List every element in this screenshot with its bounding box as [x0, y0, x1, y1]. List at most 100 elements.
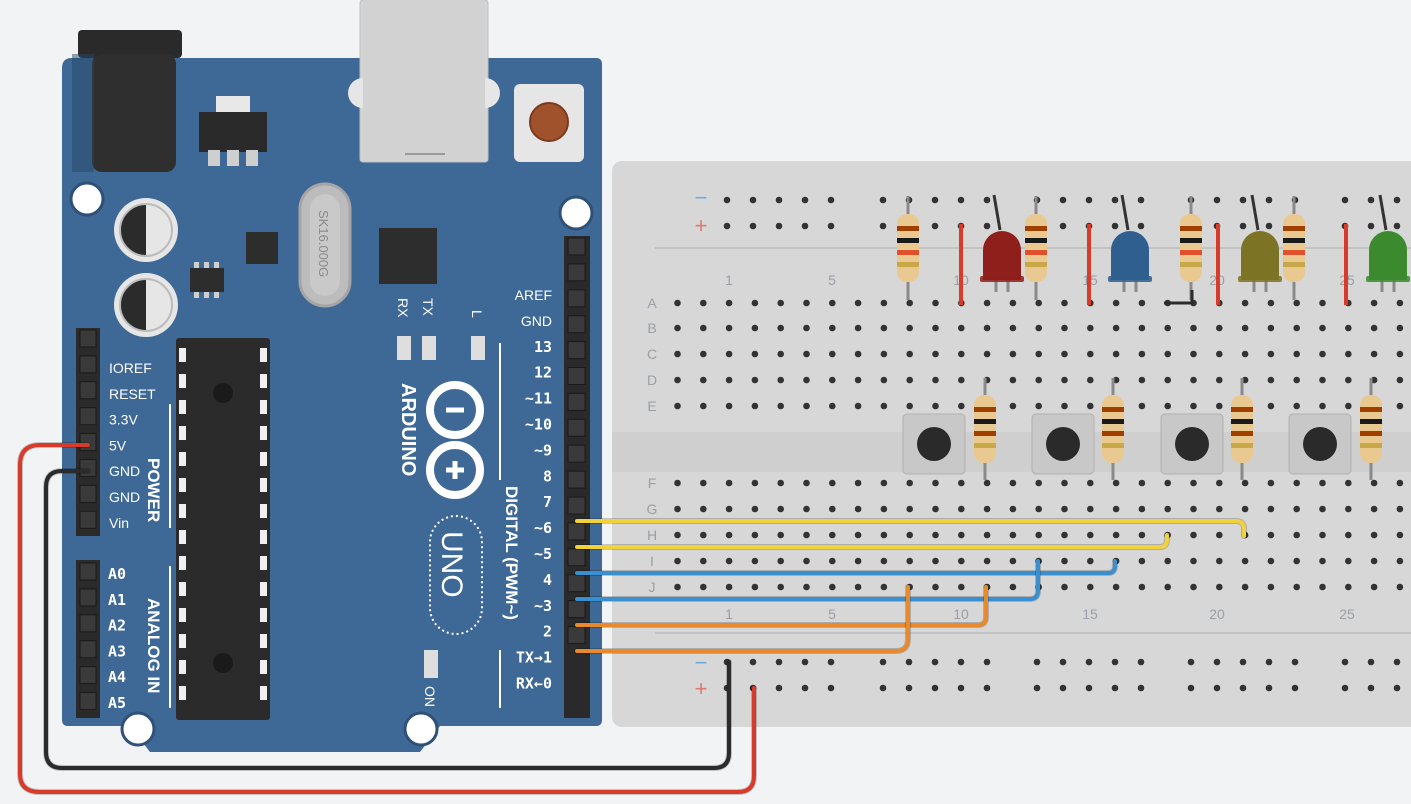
- digital-pin-socket[interactable]: [567, 522, 586, 541]
- chip-pin: [179, 504, 186, 518]
- resistor-band: [897, 238, 919, 243]
- mount-hole: [403, 711, 439, 747]
- breadboard-hole: [777, 324, 784, 332]
- breadboard-hole: [1216, 402, 1223, 410]
- analog-pin-socket[interactable]: [79, 692, 97, 710]
- digital-pin-socket[interactable]: [567, 496, 586, 515]
- digital-pin-socket[interactable]: [567, 548, 586, 567]
- power-pin-socket[interactable]: [79, 510, 97, 529]
- resistor[interactable]: [1102, 378, 1124, 480]
- breadboard-hole: [751, 531, 759, 539]
- chip-pin: [260, 348, 267, 362]
- regulator-body: [199, 112, 267, 152]
- digital-pin-socket[interactable]: [567, 418, 586, 437]
- digital-pin-socket[interactable]: [567, 600, 586, 619]
- breadboard-hole: [1216, 531, 1223, 539]
- chip-pin: [260, 660, 267, 674]
- breadboard-hole: [1396, 324, 1404, 332]
- led-rim: [1108, 276, 1152, 282]
- push-button[interactable]: [902, 413, 966, 475]
- resistor[interactable]: [897, 196, 919, 300]
- l-label: L: [469, 310, 485, 318]
- resistor-band: [1283, 262, 1305, 267]
- analog-pin-label: A4: [108, 668, 126, 686]
- resistor[interactable]: [1360, 378, 1382, 480]
- breadboard-hole: [751, 402, 759, 410]
- led[interactable]: [1238, 194, 1282, 292]
- breadboard-hole: [700, 479, 707, 487]
- breadboard-hole: [1293, 376, 1300, 384]
- row-letter: B: [647, 320, 656, 336]
- wire-pin-6: [575, 533, 1169, 549]
- led[interactable]: [1366, 194, 1410, 292]
- breadboard-hole: [1112, 350, 1120, 358]
- digital-pin-socket[interactable]: [567, 289, 586, 308]
- rail-hole: [983, 196, 991, 204]
- power-pin-socket[interactable]: [79, 484, 97, 503]
- digital-pin-socket[interactable]: [567, 392, 586, 411]
- breadboard-hole: [880, 402, 888, 410]
- resistor-body: [1360, 395, 1382, 463]
- digital-pin-socket[interactable]: [567, 315, 586, 334]
- digital-pin-socket[interactable]: [567, 444, 586, 463]
- power-pin-socket[interactable]: [79, 407, 97, 426]
- arduino-uno-board[interactable]: SK16.000G RX TX L ON ARDUINO UNO: [62, 0, 602, 752]
- rail-hole: [931, 684, 939, 692]
- wire-pin-7: [575, 519, 1246, 538]
- analog-header-title: ANALOG IN: [144, 598, 163, 693]
- resistor-body: [1180, 214, 1202, 282]
- rail-hole: [749, 222, 757, 230]
- analog-pin-socket[interactable]: [79, 588, 97, 607]
- analog-pin-socket[interactable]: [79, 614, 97, 633]
- digital-pin-socket[interactable]: [567, 237, 586, 256]
- resistor[interactable]: [1231, 378, 1253, 480]
- breadboard-hole: [777, 402, 784, 410]
- breadboard-hole: [1035, 324, 1042, 332]
- resistor[interactable]: [1025, 196, 1047, 300]
- push-button[interactable]: [1160, 413, 1224, 475]
- analog-pin-socket[interactable]: [79, 666, 97, 685]
- breadboard-hole: [1319, 376, 1326, 384]
- push-button[interactable]: [1031, 413, 1095, 475]
- rail-hole: [1393, 222, 1401, 230]
- power-pin-socket[interactable]: [79, 381, 97, 400]
- resistor[interactable]: [974, 378, 996, 480]
- digital-pin-socket[interactable]: [567, 626, 586, 644]
- dc-jack-body: [92, 54, 176, 172]
- rail-hole: [801, 658, 809, 666]
- breadboard-hole: [751, 557, 759, 565]
- breadboard-hole: [1190, 350, 1197, 358]
- analog-pin-socket[interactable]: [79, 640, 97, 659]
- resistor-band: [1360, 431, 1382, 436]
- resistor-band: [1180, 238, 1202, 243]
- breadboard-hole: [1138, 324, 1146, 332]
- analog-pin-socket[interactable]: [79, 562, 97, 581]
- chip-pin: [204, 262, 209, 268]
- breadboard-hole: [1216, 350, 1223, 358]
- push-button[interactable]: [1288, 413, 1352, 475]
- crystal-inner: [310, 194, 340, 296]
- resistor-band: [1180, 262, 1202, 267]
- digital-pin-socket[interactable]: [567, 341, 586, 360]
- reset-button[interactable]: [529, 102, 569, 142]
- digital-pin-socket[interactable]: [567, 574, 586, 593]
- digital-pin-socket[interactable]: [567, 367, 586, 385]
- resistor[interactable]: [1283, 196, 1305, 300]
- resistor[interactable]: [1180, 196, 1202, 300]
- breadboard-hole: [983, 350, 991, 358]
- rail-hole: [905, 658, 913, 666]
- resistor-band: [974, 443, 996, 448]
- rail-hole: [983, 222, 991, 230]
- digital-pin-socket[interactable]: [567, 263, 586, 282]
- led[interactable]: [1108, 194, 1152, 292]
- regulator-tab: [216, 96, 250, 116]
- digital-pin-socket[interactable]: [567, 470, 586, 489]
- rail-hole: [1111, 196, 1119, 204]
- led[interactable]: [980, 194, 1024, 292]
- breadboard-hole: [854, 583, 862, 591]
- breadboard-hole: [829, 402, 836, 410]
- breadboard-hole: [1267, 479, 1275, 487]
- power-pin-socket[interactable]: [79, 355, 97, 374]
- breadboard-hole: [751, 505, 759, 513]
- power-pin-socket[interactable]: [79, 329, 97, 348]
